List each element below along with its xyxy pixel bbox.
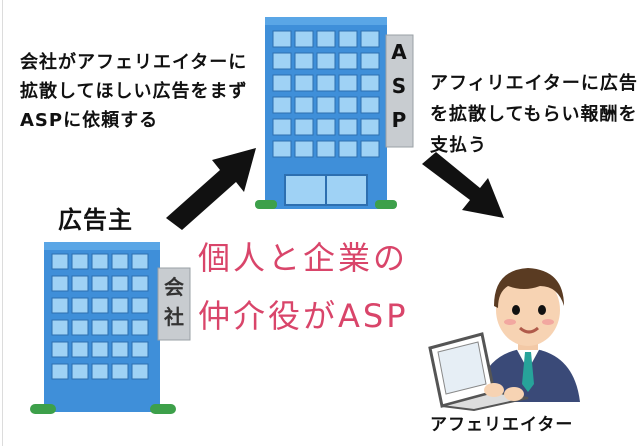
- laptop-icon: [428, 332, 529, 412]
- office-building-icon: 会社: [30, 242, 191, 414]
- company-sign-text: 会社: [163, 275, 184, 329]
- center-message-line1: 個人と企業の: [198, 239, 409, 277]
- center-message: 個人と企業の 仲介役がASP: [198, 229, 458, 345]
- arrow-icon: [166, 148, 256, 230]
- advertiser-description: 会社がアフェリエイターに拡散してほしい広告をまずASPに依頼する: [20, 52, 248, 131]
- center-message-line2: 仲介役がASP: [198, 297, 409, 335]
- affiliate-label: アフェリエイター: [430, 415, 574, 435]
- advertiser-label: 広告主: [58, 206, 133, 234]
- affiliate-person-icon: [428, 268, 580, 412]
- arrow-icon: [422, 152, 504, 218]
- asp-description: アフィリエイターに広告を拡散してもらい報酬を支払う: [430, 73, 638, 156]
- left-border: [2, 0, 3, 446]
